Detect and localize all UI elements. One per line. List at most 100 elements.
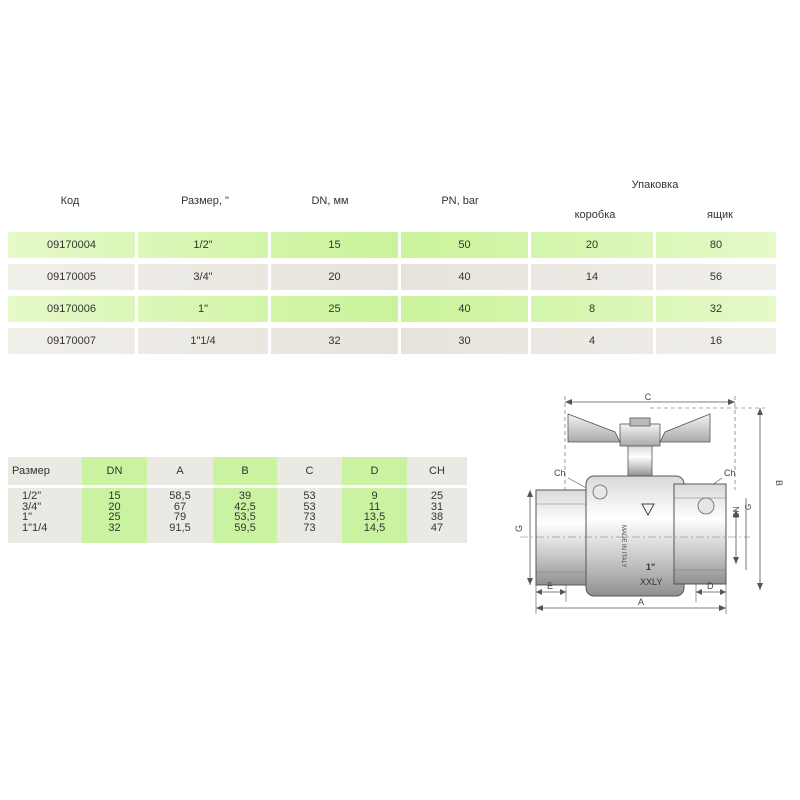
dim-cell: 73 bbox=[303, 521, 316, 534]
handle-center bbox=[619, 423, 661, 447]
cell-code: 09170005 bbox=[8, 264, 138, 290]
dimension-table-body: 1/2" 3/4" 1" 1"1/4 15 20 25 32 58,5 67 7… bbox=[8, 488, 467, 543]
ch-hex-left bbox=[592, 484, 608, 500]
cell-box: 14 bbox=[531, 264, 656, 290]
dim-cell: 20 bbox=[108, 500, 121, 513]
cell-pn: 40 bbox=[401, 296, 531, 322]
dim-cell: 1/2" bbox=[22, 490, 42, 502]
header-pn: PN, bar bbox=[441, 195, 479, 207]
dim-cell: 1"1/4 bbox=[22, 521, 48, 534]
label-dn: DN bbox=[732, 506, 741, 518]
logo-mark bbox=[641, 503, 655, 517]
label-ch-left: Ch bbox=[554, 468, 566, 478]
cell-code: 09170006 bbox=[8, 296, 138, 322]
dim-col-b: 39 42,5 53,5 59,5 bbox=[213, 488, 277, 543]
dim-cell: 38 bbox=[430, 511, 444, 523]
cell-pn: 30 bbox=[401, 328, 531, 354]
cell-box: 4 bbox=[531, 328, 656, 354]
label-ch-right: Ch bbox=[724, 468, 736, 478]
dim-cell: 53,5 bbox=[234, 511, 256, 523]
cell-box: 8 bbox=[531, 296, 656, 322]
dim-cell: 32 bbox=[108, 521, 121, 534]
dim-cell: 53 bbox=[303, 490, 316, 502]
dim-header-a: A bbox=[147, 457, 213, 485]
header-code: Код bbox=[60, 195, 80, 207]
dim-col-ch: 25 31 38 47 bbox=[407, 488, 467, 543]
handle-nut bbox=[629, 417, 651, 427]
dim-cell: 53 bbox=[303, 500, 316, 513]
label-e: E bbox=[547, 581, 553, 591]
cell-dn: 25 bbox=[271, 296, 401, 322]
label-size-mark: 1" bbox=[646, 562, 655, 572]
cell-code: 09170007 bbox=[8, 328, 138, 354]
label-g-right: G bbox=[744, 504, 753, 510]
cell-dn: 32 bbox=[271, 328, 401, 354]
right-nut bbox=[673, 483, 727, 585]
label-g-left: G bbox=[514, 525, 524, 532]
dim-cell: 39 bbox=[238, 490, 252, 502]
dim-col-size: 1/2" 3/4" 1" 1"1/4 bbox=[8, 488, 82, 543]
cell-size: 1" bbox=[138, 296, 271, 322]
dimension-table-header: Размер DN A B C D CH bbox=[8, 457, 467, 485]
stem bbox=[627, 445, 653, 477]
dim-cell: 79 bbox=[173, 511, 187, 523]
dim-cell: 9 bbox=[371, 490, 378, 502]
label-c: C bbox=[645, 392, 652, 402]
cell-size: 3/4" bbox=[138, 264, 271, 290]
dim-col-a: 58,5 67 79 91,5 bbox=[147, 488, 213, 543]
header-size: Размер, " bbox=[181, 195, 229, 207]
dim-cell: 11 bbox=[368, 500, 381, 513]
cell-pn: 50 bbox=[401, 232, 531, 258]
header-packing: Упаковка bbox=[631, 179, 679, 191]
table-row: 09170007 1"1/4 32 30 4 16 bbox=[8, 328, 776, 354]
dim-cell: 15 bbox=[108, 490, 121, 502]
dim-cell: 31 bbox=[430, 500, 444, 513]
dim-cell: 3/4" bbox=[22, 500, 42, 513]
cell-size: 1"1/4 bbox=[138, 328, 271, 354]
dim-header-b: B bbox=[213, 457, 277, 485]
dim-cell: 14,5 bbox=[363, 521, 386, 534]
table-row: 09170005 3/4" 20 40 14 56 bbox=[8, 264, 776, 290]
header-box: коробка bbox=[574, 209, 616, 221]
valve-drawing: C B Ch Ch MADE IN ITALY 1" XXLY G DN G E bbox=[514, 392, 784, 614]
cell-crate: 16 bbox=[709, 335, 723, 347]
cell-pn: 40 bbox=[401, 264, 531, 290]
label-a: A bbox=[638, 597, 644, 607]
dim-cell: 25 bbox=[430, 490, 444, 502]
dim-cell: 47 bbox=[430, 521, 444, 534]
dim-cell: 73 bbox=[303, 511, 316, 523]
dim-header-ch: CH bbox=[407, 457, 467, 485]
dim-col-dn: 15 20 25 32 bbox=[82, 488, 147, 543]
dim-cell: 58,5 bbox=[169, 490, 191, 502]
dim-cell: 13,5 bbox=[363, 511, 386, 523]
label-d: D bbox=[707, 581, 714, 591]
dim-cell: 1" bbox=[22, 511, 33, 523]
cell-crate: 56 bbox=[709, 271, 723, 283]
handle-right bbox=[659, 413, 711, 443]
cell-crate: 32 bbox=[709, 303, 723, 315]
dim-col-c: 53 53 73 73 bbox=[277, 488, 342, 543]
cell-crate: 80 bbox=[709, 239, 723, 251]
dim-header-size: Размер bbox=[8, 457, 82, 485]
dim-header-d: D bbox=[342, 457, 407, 485]
dim-header-dn: DN bbox=[82, 457, 147, 485]
label-model-mark: XXLY bbox=[640, 577, 662, 587]
table-row: 09170004 1/2" 15 50 20 80 bbox=[8, 232, 776, 258]
cell-box: 20 bbox=[531, 232, 656, 258]
header-dn: DN, мм bbox=[311, 195, 349, 207]
cell-size: 1/2" bbox=[138, 232, 271, 258]
header-crate: ящик bbox=[707, 209, 733, 221]
handle-left bbox=[567, 413, 621, 443]
label-b: B bbox=[774, 480, 784, 486]
dim-cell: 59,5 bbox=[234, 521, 256, 534]
table-row: 09170006 1" 25 40 8 32 bbox=[8, 296, 776, 322]
dim-cell: 91,5 bbox=[169, 521, 191, 534]
dim-cell: 25 bbox=[108, 511, 121, 523]
label-made-in: MADE IN ITALY bbox=[620, 525, 626, 567]
cell-dn: 20 bbox=[271, 264, 401, 290]
dim-cell: 42,5 bbox=[234, 500, 256, 513]
ch-hex-right bbox=[697, 497, 715, 515]
cell-dn: 15 bbox=[271, 232, 401, 258]
cell-code: 09170004 bbox=[8, 232, 138, 258]
dim-cell: 67 bbox=[173, 500, 187, 513]
